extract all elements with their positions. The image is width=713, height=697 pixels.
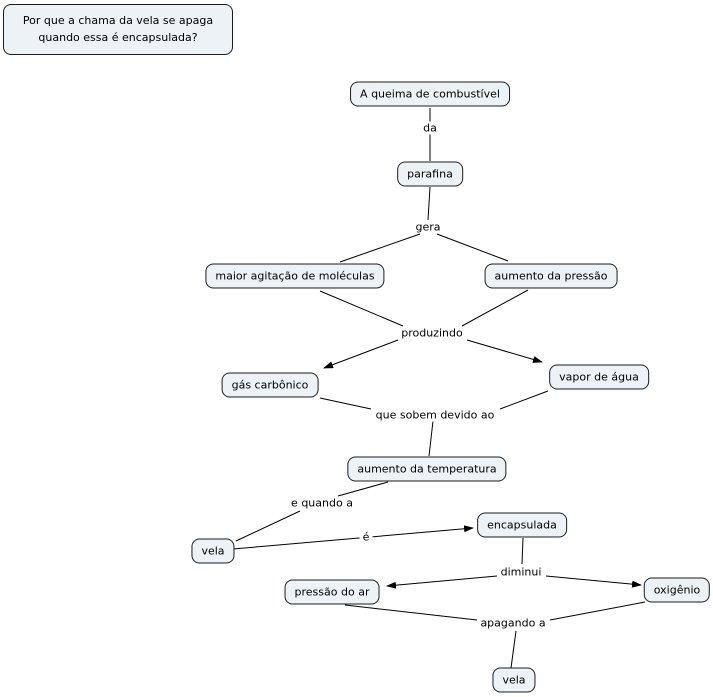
edge-gera-agitacao [339,233,421,263]
node-maior-agitacao-de-moleculas[interactable]: maior agitação de moléculas [205,263,385,289]
node-gas-carbonico[interactable]: gás carbônico [221,372,319,398]
edge-diminui-oxigenio [545,575,642,588]
edge-produzindo-gas [323,339,399,369]
link-label-da[interactable]: da [420,121,440,135]
node-a-queima-de-combustivel[interactable]: A queima de combustível [350,81,510,107]
edge-aumento-pressao-produzindo [461,289,529,327]
link-label-que-sobem-devido-ao[interactable]: que sobem devido ao [372,408,498,422]
edge-produzindo-vapor [466,339,543,363]
node-aumento-da-temperatura[interactable]: aumento da temperatura [347,456,507,482]
link-label-e[interactable]: é [359,530,373,544]
edge-encapsulada-diminui [521,537,524,565]
edge-diminui-pressao-ar [386,575,498,589]
edge-parafina-gera [427,186,431,221]
edge-agitacao-produzindo [319,290,404,327]
node-encapsulada[interactable]: encapsulada [477,512,567,538]
node-aumento-da-pressao[interactable]: aumento da pressão [484,263,618,289]
link-label-produzindo[interactable]: produzindo [398,326,466,340]
link-label-gera[interactable]: gera [412,220,444,234]
node-vela-fim[interactable]: vela [492,667,536,693]
edge-vela-encapsulada [232,525,474,550]
focus-question-box[interactable]: Por que a chama da vela se apaga quando … [3,4,233,55]
link-label-e-quando-a[interactable]: e quando a [288,496,356,510]
edge-temperatura-quando [337,481,389,497]
node-pressao-do-ar[interactable]: pressão do ar [284,579,380,605]
edge-oxigenio-apagando [549,601,646,621]
node-vapor-de-agua[interactable]: vapor de água [549,364,649,390]
edge-sobem-temperatura [428,420,434,457]
link-label-diminui[interactable]: diminui [497,565,545,579]
edge-quando-vela [235,510,301,542]
link-label-apagando-a[interactable]: apagando a [477,616,549,630]
edge-gas-sobem [319,397,372,410]
node-parafina[interactable]: parafina [397,161,463,187]
edge-vapor-sobem [499,390,549,410]
edge-apagando-vela [510,630,517,669]
edge-gera-aumento-pressao [436,233,509,262]
node-vela-meio[interactable]: vela [191,538,235,564]
edge-pressao-ar-apagando [344,604,478,621]
node-oxigenio[interactable]: oxigênio [643,577,711,603]
